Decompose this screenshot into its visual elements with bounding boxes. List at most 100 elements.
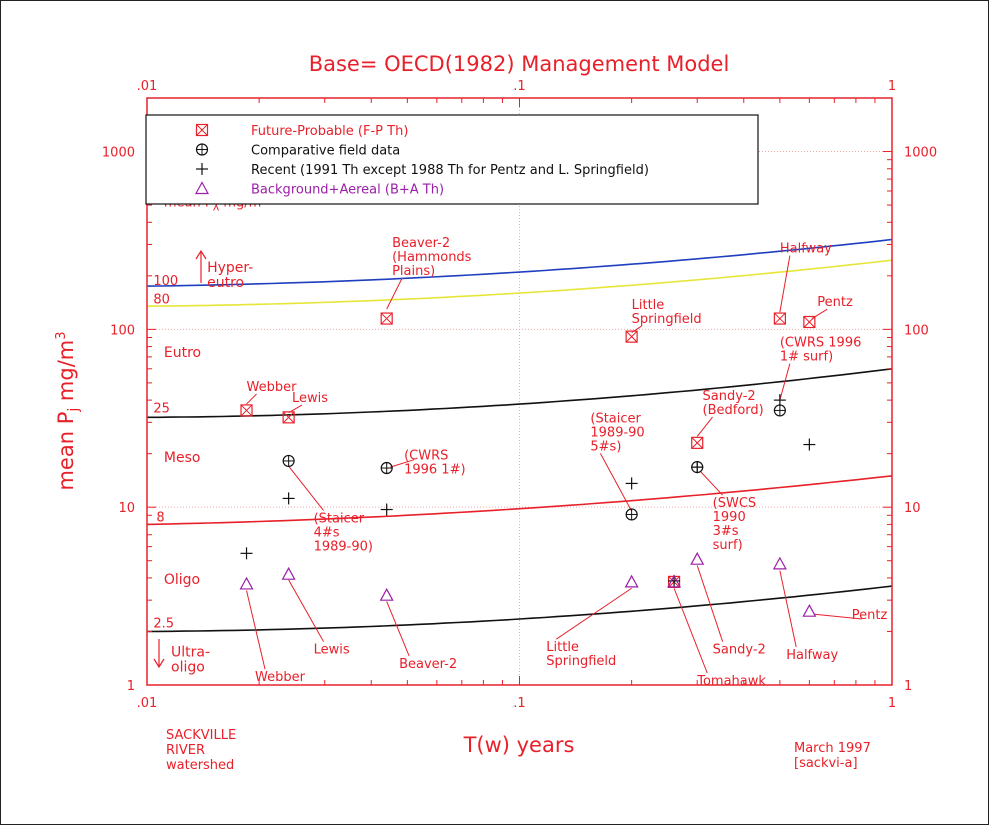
annotation-label: Beaver-2 xyxy=(399,657,457,672)
annotation-label-line: Beaver-2 xyxy=(392,236,450,251)
axes xyxy=(146,97,893,686)
annotation-label-line: 1996 1#) xyxy=(404,463,465,478)
data-point-series-3 xyxy=(379,587,394,601)
data-point-series-0-x2 xyxy=(774,312,786,325)
boundary-curve xyxy=(146,238,893,287)
y-tick-label-left-line: 100 xyxy=(110,323,135,338)
legend-label: Future-Probable (F-P Th) xyxy=(251,124,408,139)
annotation-leader xyxy=(779,570,797,648)
annotation-label-line: Little xyxy=(632,298,665,313)
annotation-leader xyxy=(699,470,724,496)
footer-right-line: March 1997 xyxy=(794,741,871,756)
y-tick-label-left: 10 xyxy=(118,501,135,516)
x-tick-label-bottom: 1 xyxy=(888,696,896,711)
annotation-label: Halfway xyxy=(786,648,838,663)
annotation-label: Lewis xyxy=(292,391,328,406)
annotation-label-line: (Bedford) xyxy=(703,403,764,418)
data-point-series-3 xyxy=(281,566,296,580)
y-tick-label-right: 1 xyxy=(904,679,912,694)
data-point-series-3-tri xyxy=(281,566,296,580)
data-point-series-2 xyxy=(240,547,253,560)
x-tick-label-top-line: 1 xyxy=(888,79,896,94)
data-point-series-0-box xyxy=(240,404,253,417)
x-tick-label-top-line: .1 xyxy=(513,79,525,94)
data-point-series-3 xyxy=(239,576,254,590)
boundary-label-line: 2.5 xyxy=(153,617,174,632)
up-arrow-head xyxy=(195,249,207,260)
data-point-series-3-tri xyxy=(690,551,705,565)
annotation-label-line: 5#s) xyxy=(590,439,621,454)
data-points xyxy=(239,312,817,617)
boundary-curve xyxy=(146,585,893,633)
footer-right-line-line: [sackvi-a] xyxy=(794,756,858,771)
annotation-leader xyxy=(386,277,403,310)
zone-label-line: Eutro xyxy=(164,345,201,361)
x-tick-label-top: .1 xyxy=(513,79,525,94)
footer-right-line-line: March 1997 xyxy=(794,741,871,756)
data-point-series-0 xyxy=(282,411,295,424)
boundary-label: 25 xyxy=(153,402,170,417)
data-point-series-0-box xyxy=(803,315,816,329)
data-point-series-2 xyxy=(803,438,816,451)
annotation-label-line: Plains) xyxy=(392,264,435,279)
annotation-label-line: Sandy-2 xyxy=(713,643,766,658)
y-axis-label-sup: 3 xyxy=(54,331,69,339)
y-tick-label-left: 1 xyxy=(127,679,135,694)
data-point-series-2 xyxy=(625,477,638,490)
annotation-label-line: 1990 xyxy=(713,510,746,525)
data-point-series-3 xyxy=(802,603,817,617)
data-point-series-1 xyxy=(380,461,393,475)
data-point-series-3 xyxy=(772,556,787,570)
annotation-label-line: (Hammonds xyxy=(392,250,472,265)
y-tick-label-right-line: 100 xyxy=(904,323,929,338)
annotation-leader xyxy=(288,465,324,511)
y-axis-label: mean Pj mg/m3 xyxy=(54,331,82,490)
boundary-label-line: 25 xyxy=(153,402,170,417)
annotation-leader xyxy=(246,590,266,670)
data-point-series-0-box xyxy=(773,312,786,325)
legend-symbol-tri xyxy=(194,181,210,195)
boundary-label-line: 100 xyxy=(153,274,178,289)
annotation-label-line: Springfield xyxy=(546,654,616,669)
x-tick-label-top: 1 xyxy=(888,79,896,94)
legend-symbol xyxy=(196,163,208,175)
annotation-label: Sandy-2(Bedford) xyxy=(703,389,764,418)
legend-label-line: Recent (1991 Th except 1988 Th for Pentz… xyxy=(251,163,649,178)
zone-label-line: Oligo xyxy=(164,572,200,588)
data-point-series-3 xyxy=(690,551,705,565)
annotation-leader xyxy=(779,255,791,313)
legend-label-line: Comparative field data xyxy=(251,144,400,159)
legend-symbol-x2 xyxy=(196,124,208,136)
data-point-series-3-tri xyxy=(624,574,639,588)
data-point-series-3 xyxy=(624,574,639,588)
annotation-label-line: (Staicer xyxy=(314,512,365,527)
boundary-label: 80 xyxy=(153,292,170,307)
data-point-series-0 xyxy=(691,436,704,449)
annotation-leader xyxy=(599,453,633,512)
annotation-label-line: (Staicer xyxy=(590,411,641,426)
zone-label-line: Ultra- xyxy=(171,644,210,660)
annotation-label-line: Tomahawk xyxy=(696,674,766,689)
zone-label-line: Meso xyxy=(164,450,201,466)
data-point-series-3 xyxy=(667,574,682,588)
footer-left-line-line: SACKVILLE xyxy=(166,728,236,743)
data-point-series-1 xyxy=(282,454,295,468)
legend-label-line: Future-Probable (F-P Th) xyxy=(251,124,408,139)
legend-label: Recent (1991 Th except 1988 Th for Pentz… xyxy=(251,163,649,178)
annotation-label: Tomahawk xyxy=(696,674,766,689)
legend-symbol xyxy=(195,143,209,156)
annotation-label-line: Pentz xyxy=(852,608,888,623)
zone-label: Eutro xyxy=(164,345,201,361)
y-tick-label-left-line: 10 xyxy=(118,501,135,516)
y-tick-label-right: 100 xyxy=(904,323,929,338)
annotation-label-line: (CWRS xyxy=(404,449,448,464)
legend-label-line: Background+Aereal (B+A Th) xyxy=(251,183,444,198)
